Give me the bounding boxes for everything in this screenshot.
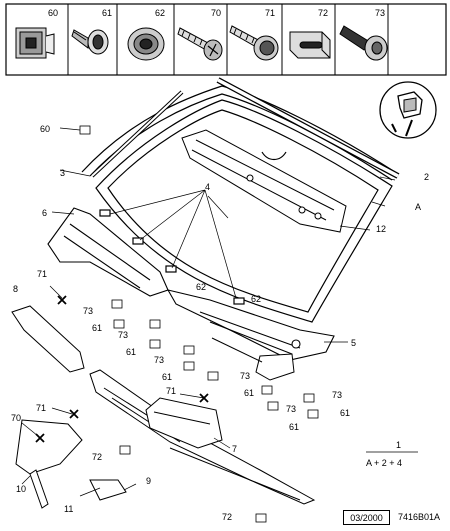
callout-62-a: 62 bbox=[196, 282, 206, 292]
callout-6: 6 bbox=[42, 208, 47, 218]
fastener-number-73: 73 bbox=[375, 8, 385, 18]
callout-3: 3 bbox=[60, 168, 65, 178]
callout-73-f: 73 bbox=[332, 390, 342, 400]
callout-73-c: 73 bbox=[154, 355, 164, 365]
callout-60: 60 bbox=[40, 124, 50, 134]
flange-screw-icon bbox=[229, 25, 279, 61]
self-tapping-screw-icon bbox=[177, 27, 223, 61]
leader-lines bbox=[21, 127, 396, 497]
seal-profile-detail bbox=[379, 81, 437, 139]
callout-73-a: 73 bbox=[83, 306, 93, 316]
callout-62-b: 62 bbox=[251, 294, 261, 304]
callout-12: 12 bbox=[376, 224, 386, 234]
fastener-number-72: 72 bbox=[318, 8, 328, 18]
callout-8: 8 bbox=[13, 284, 18, 294]
callout-61-a: 61 bbox=[92, 323, 102, 333]
wiper-grille bbox=[211, 337, 295, 381]
callout-9: 9 bbox=[146, 476, 151, 486]
callout-73-e: 73 bbox=[286, 404, 296, 414]
callout-71-b: 71 bbox=[166, 386, 176, 396]
short-screw-icon bbox=[339, 25, 388, 61]
callout-A: A bbox=[415, 202, 421, 212]
callout-61-f: 61 bbox=[340, 408, 350, 418]
callout-70: 70 bbox=[11, 413, 21, 423]
callout-11: 11 bbox=[64, 504, 73, 514]
callout-73-b: 73 bbox=[118, 330, 128, 340]
callout-72-b: 72 bbox=[222, 512, 232, 522]
windscreen-glass bbox=[95, 99, 393, 323]
callout-71-c: 71 bbox=[36, 403, 46, 413]
fastener-number-70: 70 bbox=[211, 8, 221, 18]
square-clip-icon bbox=[15, 27, 55, 59]
cross-markers bbox=[35, 295, 209, 443]
push-rivet-icon bbox=[71, 29, 109, 55]
fastener-number-61: 61 bbox=[102, 8, 112, 18]
fastener-number-60: 60 bbox=[48, 8, 58, 18]
fastener-strip bbox=[5, 3, 447, 76]
revision-date: 03/2000 bbox=[343, 510, 390, 525]
legend-top: 1 bbox=[396, 440, 401, 450]
fastener-number-62: 62 bbox=[155, 8, 165, 18]
callout-72-a: 72 bbox=[92, 452, 102, 462]
fastener-markers bbox=[79, 125, 319, 523]
callout-71-a: 71 bbox=[37, 269, 47, 279]
callout-5: 5 bbox=[351, 338, 356, 348]
callout-61-e: 61 bbox=[289, 422, 299, 432]
legend-formula: A + 2 + 4 bbox=[366, 458, 402, 468]
slotted-clip-icon bbox=[289, 31, 331, 59]
legend: 1 A + 2 + 4 bbox=[366, 440, 418, 468]
callout-73-d: 73 bbox=[240, 371, 250, 381]
callout-61-c: 61 bbox=[162, 372, 172, 382]
callout-61-d: 61 bbox=[244, 388, 254, 398]
callout-61-b: 61 bbox=[126, 347, 136, 357]
callout-4: 4 bbox=[205, 182, 210, 192]
water-deflector bbox=[145, 397, 223, 449]
grommet-icon bbox=[127, 27, 165, 61]
callout-10: 10 bbox=[16, 484, 26, 494]
mirror-bracket bbox=[181, 129, 347, 233]
scuttle-panel bbox=[47, 207, 335, 361]
fastener-number-71: 71 bbox=[265, 8, 275, 18]
side-brackets bbox=[11, 305, 127, 509]
windscreen-seal bbox=[81, 77, 400, 181]
callout-2: 2 bbox=[424, 172, 429, 182]
diagram-reference: 7416B01A bbox=[398, 512, 441, 522]
callout-7: 7 bbox=[232, 444, 237, 454]
